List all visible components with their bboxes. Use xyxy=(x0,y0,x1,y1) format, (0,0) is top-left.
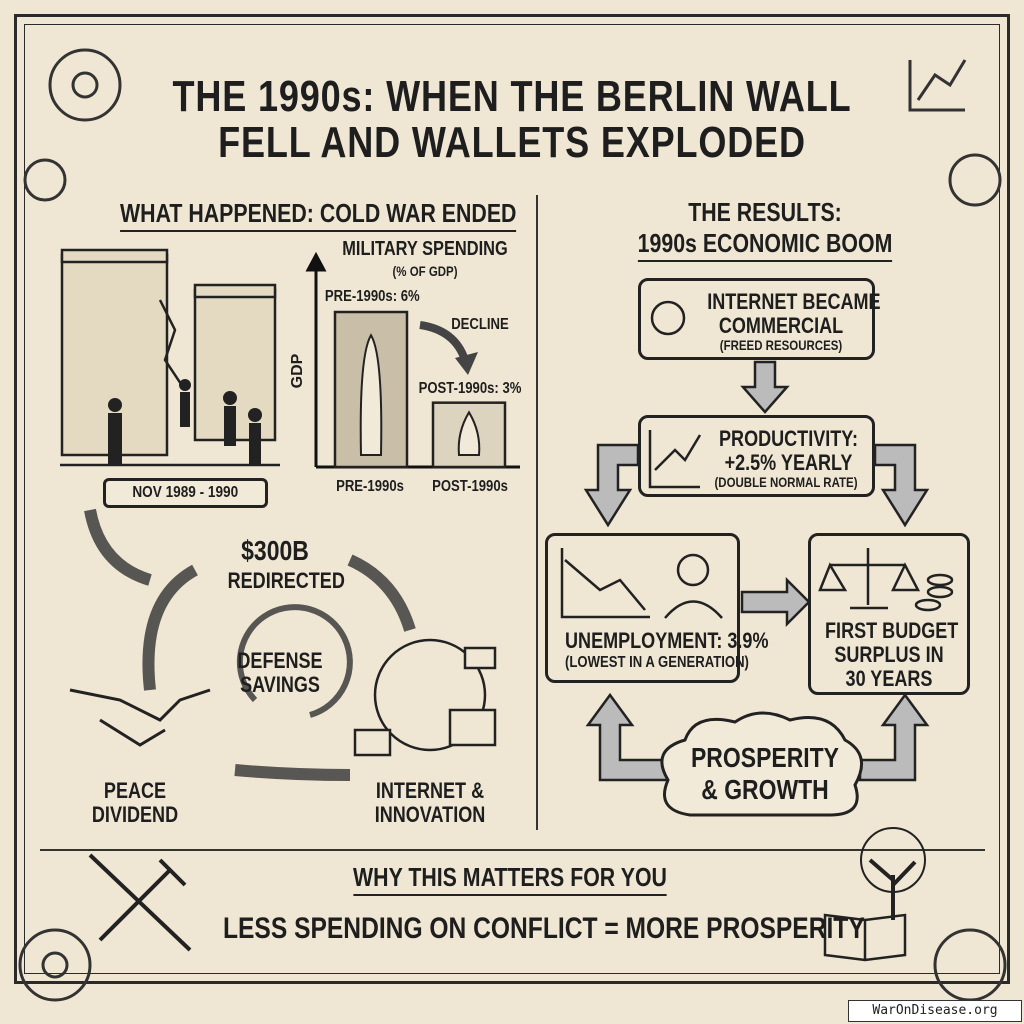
gear-icon xyxy=(48,48,122,122)
innovation-label: INNOVATION xyxy=(374,802,486,827)
berlin-wall-illustration xyxy=(60,248,280,467)
redirected-label: REDIRECTED xyxy=(227,568,345,593)
decline-label: DECLINE xyxy=(451,316,509,333)
tree-icon xyxy=(868,858,917,920)
savings-label: SAVINGS xyxy=(240,672,320,697)
productivity-box: PRODUCTIVITY: +2.5% YEARLY (DOUBLE NORMA… xyxy=(638,415,875,497)
internet-box-line3: (FREED RESOURCES) xyxy=(719,337,843,353)
growth-chart-icon xyxy=(648,430,702,489)
x-tick-pre: PRE-1990s xyxy=(336,478,404,495)
title-line-2: FELL AND WALLETS EXPLODED xyxy=(218,118,806,167)
budget-line2: SURPLUS IN xyxy=(834,642,944,667)
bottom-heading: WHY THIS MATTERS FOR YOU xyxy=(305,862,715,896)
worker-icon xyxy=(676,553,710,587)
flow-arrows xyxy=(583,360,930,782)
chart-bars xyxy=(333,310,507,469)
missile-icon xyxy=(457,410,481,456)
outer-frame xyxy=(14,14,1010,984)
hammer-icon xyxy=(98,858,187,942)
inner-frame xyxy=(24,24,1000,974)
people-figures xyxy=(108,379,262,465)
missile-icon xyxy=(359,333,383,456)
budget-box: FIRST BUDGET SURPLUS IN 30 YEARS xyxy=(808,533,970,695)
chart-icon xyxy=(908,59,967,112)
computer-icon xyxy=(448,708,497,747)
scales-icon xyxy=(818,548,921,610)
right-heading-1: THE RESULTS: xyxy=(688,197,842,227)
handshake-icon xyxy=(69,688,211,747)
gear-icon xyxy=(650,300,686,336)
amount-label: $300B xyxy=(241,535,309,566)
x-tick-post: POST-1990s xyxy=(432,478,508,495)
cloud xyxy=(660,711,864,817)
globe-icon xyxy=(353,638,497,757)
budget-line3: 30 YEARS xyxy=(845,666,933,691)
left-heading: WHAT HAPPENED: COLD WAR ENDED xyxy=(120,198,517,232)
tagline: LESS SPENDING ON CONFLICT = MORE PROSPER… xyxy=(223,912,865,945)
right-heading-2: 1990s ECONOMIC BOOM xyxy=(613,228,916,262)
clock-icon xyxy=(933,928,1007,1002)
internet-box: INTERNET BECAME COMMERCIAL (FREED RESOUR… xyxy=(638,278,881,360)
title-line-1: THE 1990s: WHEN THE BERLIN WALL xyxy=(172,72,852,121)
chart-subtitle: (% OF GDP) xyxy=(392,263,458,279)
gear-icon xyxy=(23,158,67,202)
budget-line1: FIRST BUDGET xyxy=(825,618,959,643)
peace-label: PEACE xyxy=(103,778,167,803)
productivity-line2: +2.5% YEARLY xyxy=(724,450,853,475)
coins-icon xyxy=(926,573,954,587)
laptop-icon xyxy=(353,728,392,757)
post-value-label: POST-1990s: 3% xyxy=(418,380,522,397)
book-icon xyxy=(823,913,907,962)
downtrend-chart-icon xyxy=(560,548,650,619)
defense-label: DEFENSE xyxy=(237,648,323,673)
chart-title: MILITARY SPENDING xyxy=(342,238,508,260)
unemployment-line2: (LOWEST IN A GENERATION) xyxy=(565,654,749,671)
chart-y-label: GDP xyxy=(289,353,306,389)
dividend-label: DIVIDEND xyxy=(91,802,179,827)
mail-icon xyxy=(463,646,497,670)
internet-label: INTERNET & xyxy=(375,778,485,803)
pre-value-label: PRE-1990s: 6% xyxy=(324,288,420,305)
productivity-line1: PRODUCTIVITY: xyxy=(719,426,858,451)
unemployment-box: UNEMPLOYMENT: 3.9% (LOWEST IN A GENERATI… xyxy=(545,533,769,683)
internet-box-line2: COMMERCIAL xyxy=(718,313,844,338)
internet-box-line1: INTERNET BECAME xyxy=(707,289,881,314)
gear-icon xyxy=(18,928,92,1002)
compass-icon xyxy=(948,153,1002,207)
decline-arrow xyxy=(419,321,469,362)
productivity-line3: (DOUBLE NORMAL RATE) xyxy=(714,474,858,490)
cloud-line2: & GROWTH xyxy=(701,774,829,805)
cloud-line1: PROSPERITY xyxy=(690,742,839,773)
cycle-arrows xyxy=(84,508,416,781)
date-label: NOV 1989 - 1990 xyxy=(103,478,268,508)
watermark: WarOnDisease.org xyxy=(848,1000,1022,1022)
unemployment-line1: UNEMPLOYMENT: 3.9% xyxy=(565,628,769,653)
